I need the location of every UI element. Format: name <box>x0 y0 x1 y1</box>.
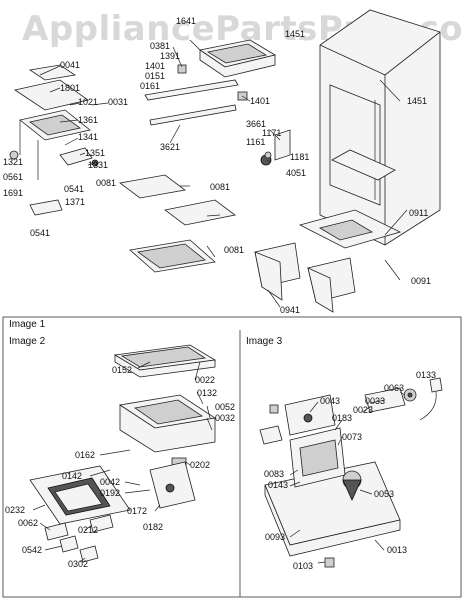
callout: 0062 <box>18 518 38 528</box>
callout: 1171 <box>262 128 281 138</box>
panel-title-image3: Image 3 <box>246 336 283 347</box>
callout: 0081 <box>96 178 116 188</box>
callout: 0162 <box>75 450 95 460</box>
image1-leaders <box>39 39 408 308</box>
callout: 1641 <box>176 16 196 26</box>
callout: 0232 <box>5 505 25 515</box>
callout: 0202 <box>190 460 210 470</box>
callout: 1401 <box>145 61 165 71</box>
image2-callouts: 0152 0022 0132 0052 0032 0162 0202 0142 … <box>5 365 235 569</box>
image2-leaders <box>32 361 213 563</box>
callout: 0043 <box>320 396 340 406</box>
callout: 0013 <box>387 545 407 555</box>
callout: 0091 <box>411 276 431 286</box>
callout: 0042 <box>100 477 120 487</box>
callout: 1321 <box>3 157 23 167</box>
callout: 3621 <box>160 142 180 152</box>
shelf-middle <box>164 199 236 226</box>
callout: 1691 <box>3 188 23 198</box>
image2-artwork <box>29 344 217 563</box>
callout: 0022 <box>195 375 215 385</box>
callout: 0132 <box>197 388 217 398</box>
callout: 1331 <box>88 160 108 170</box>
callout: 1451 <box>407 96 427 106</box>
callout: 0561 <box>3 172 23 182</box>
callout: 0542 <box>22 545 42 555</box>
callout: 0381 <box>150 41 170 51</box>
image3-callouts: 0133 0043 0063 0033 0023 0183 0073 0083 … <box>264 370 436 571</box>
image3-artwork <box>259 377 443 568</box>
lower-frame <box>2 316 462 598</box>
callout: 0183 <box>332 413 352 423</box>
callout: 0081 <box>224 245 244 255</box>
callout: 0041 <box>60 60 80 70</box>
image3-leaders <box>289 391 406 564</box>
callout: 1801 <box>60 83 80 93</box>
callout: 0172 <box>127 506 147 516</box>
callout: 0143 <box>268 480 288 490</box>
shelf-upper <box>119 174 186 199</box>
image1-artwork <box>9 9 441 313</box>
callout: 1021 <box>78 97 98 107</box>
callout: 0083 <box>264 469 284 479</box>
callout: 0033 <box>365 396 385 406</box>
callout: 0302 <box>68 559 88 569</box>
callout: 1451 <box>285 29 305 39</box>
callout: 0053 <box>374 489 394 499</box>
callout: 0182 <box>143 522 163 532</box>
callout: 1361 <box>78 115 98 125</box>
callout: 1391 <box>160 51 180 61</box>
callout: 0911 <box>409 208 428 218</box>
callout: 0152 <box>112 365 132 375</box>
callout: 0161 <box>140 81 160 91</box>
callout: 3661 <box>246 119 266 129</box>
callout: 0142 <box>62 471 82 481</box>
callout: 4051 <box>286 168 306 178</box>
callout: 1341 <box>78 132 98 142</box>
image1-callouts: 0041 1801 1021 0031 1361 1341 1321 0561 … <box>3 16 431 315</box>
callout: 0133 <box>416 370 436 380</box>
panel-title-image2: Image 2 <box>9 336 46 347</box>
callout: 1181 <box>290 152 309 162</box>
callout: 1161 <box>246 137 265 147</box>
callout: 0032 <box>215 413 235 423</box>
callout: 0103 <box>293 561 313 571</box>
freezer-tray <box>13 79 89 111</box>
panel-title-image1: Image 1 <box>9 319 46 330</box>
callout: 0212 <box>78 525 98 535</box>
callout: 0093 <box>265 532 285 542</box>
callout: 0031 <box>108 97 128 107</box>
callout: 1401 <box>250 96 270 106</box>
callout: 0023 <box>353 405 373 415</box>
callout: 1371 <box>65 197 85 207</box>
callout: 0063 <box>384 383 404 393</box>
callout: 0541 <box>30 228 50 238</box>
callout: 0541 <box>64 184 84 194</box>
callout: 0052 <box>215 402 235 412</box>
callout: 0192 <box>100 488 120 498</box>
callout: 1351 <box>85 148 105 158</box>
callout: 0081 <box>210 182 230 192</box>
callout: 0151 <box>145 71 165 81</box>
callout: 0073 <box>342 432 362 442</box>
callout: 0941 <box>280 305 300 315</box>
